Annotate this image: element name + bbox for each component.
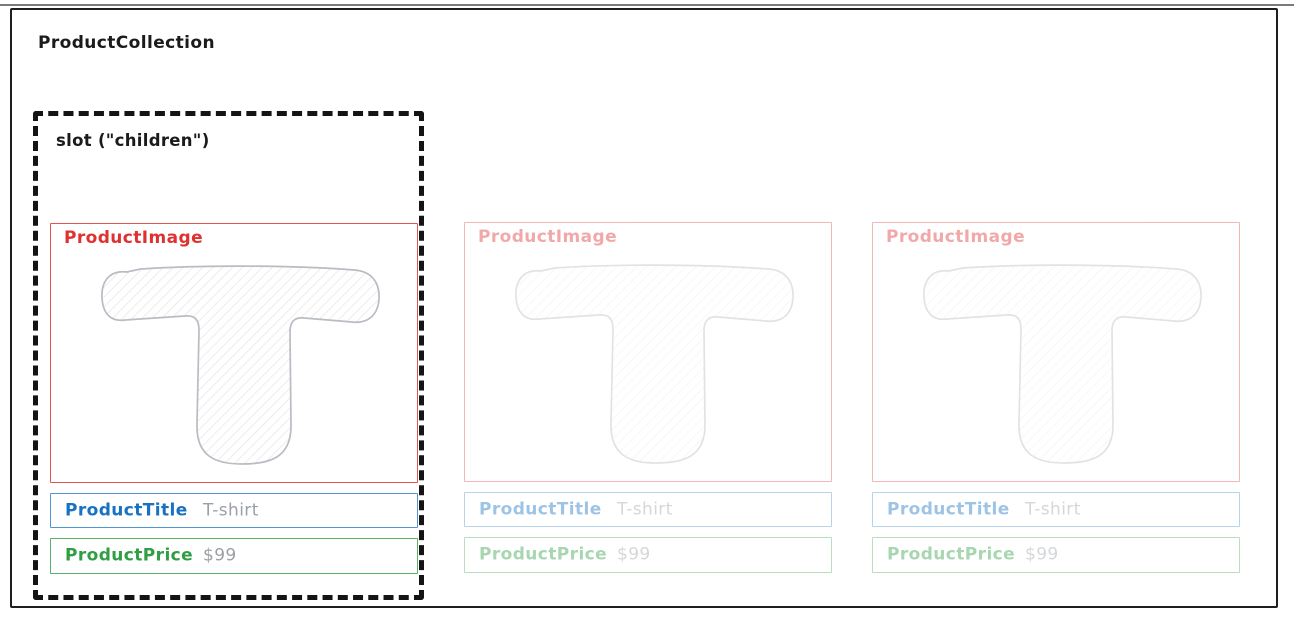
product-card-1: ProductImage ProductTitle T-shirt Produc…	[50, 223, 418, 575]
product-price-box: ProductPrice $99	[464, 537, 832, 573]
product-title-label: ProductTitle	[65, 500, 188, 521]
product-price-label: ProductPrice	[887, 544, 1016, 565]
product-card-2: ProductImage ProductTitle T-shirt Produc…	[464, 222, 832, 574]
product-title-box: ProductTitle T-shirt	[50, 493, 418, 528]
product-price-value: $99	[203, 545, 237, 566]
product-price-label: ProductPrice	[479, 544, 608, 565]
tshirt-drawing	[101, 265, 380, 465]
product-image-label: ProductImage	[886, 227, 1026, 247]
product-price-label: ProductPrice	[65, 545, 194, 566]
product-image-box: ProductImage	[872, 222, 1240, 482]
product-image-label: ProductImage	[478, 227, 618, 247]
product-card-3: ProductImage ProductTitle T-shirt Produc…	[872, 222, 1240, 574]
product-title-value: T-shirt	[1025, 499, 1081, 520]
product-image-box: ProductImage	[464, 222, 832, 482]
tshirt-drawing	[515, 264, 794, 464]
product-title-box: ProductTitle T-shirt	[872, 492, 1240, 527]
product-price-box: ProductPrice $99	[872, 537, 1240, 573]
children-slot: slot ("children") ProductImage ProductTi…	[33, 111, 424, 600]
product-title-label: ProductTitle	[887, 499, 1010, 520]
product-image-box: ProductImage	[50, 223, 418, 483]
product-price-value: $99	[1025, 544, 1059, 565]
product-title-value: T-shirt	[617, 499, 673, 520]
product-title-box: ProductTitle T-shirt	[464, 492, 832, 527]
slot-label: slot ("children")	[56, 131, 210, 150]
product-title-label: ProductTitle	[479, 499, 602, 520]
product-title-value: T-shirt	[203, 500, 259, 521]
product-collection-title: ProductCollection	[38, 33, 215, 53]
product-price-box: ProductPrice $99	[50, 538, 418, 574]
tshirt-drawing	[923, 264, 1202, 464]
product-image-label: ProductImage	[64, 228, 204, 248]
frame-sketch-stroke	[0, 4, 1294, 6]
product-price-value: $99	[617, 544, 651, 565]
product-collection-frame	[10, 8, 1278, 608]
